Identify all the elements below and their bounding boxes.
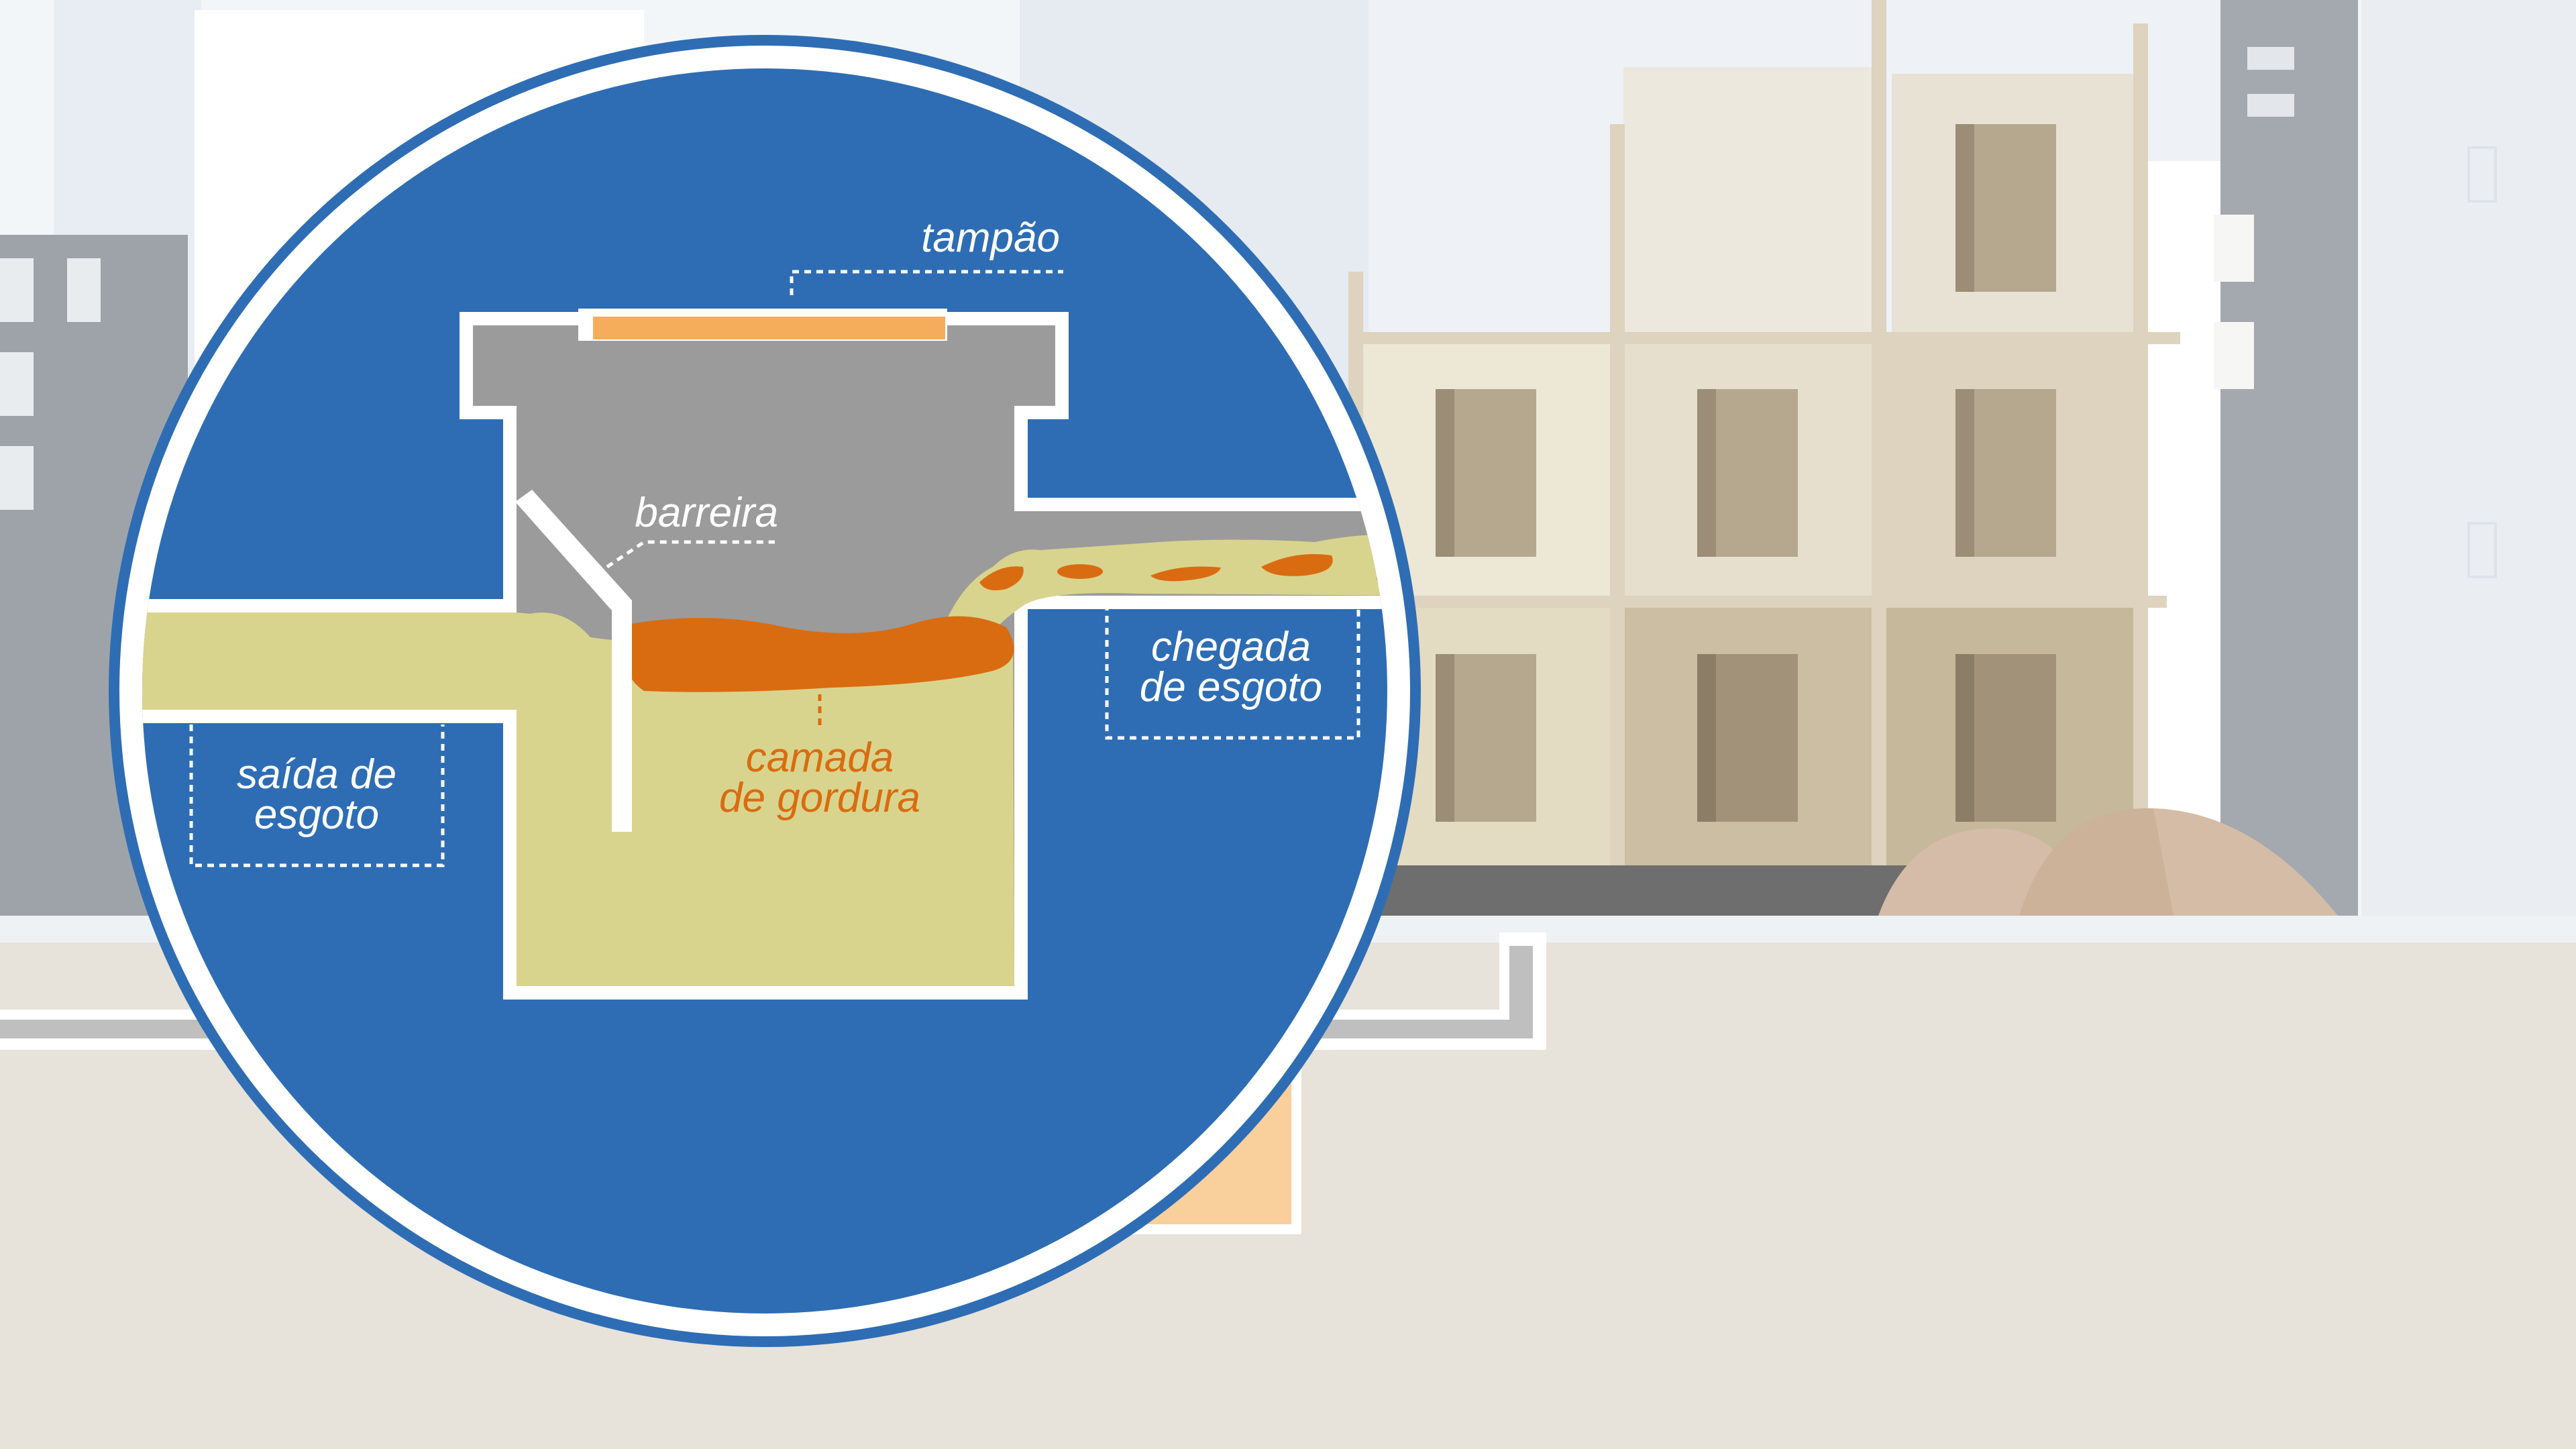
label-inlet-line2: de esgoto: [1140, 664, 1322, 710]
leader-lines: [189, 270, 1360, 867]
magnified-view: tampão barreira camada de gordura chegad…: [109, 35, 1421, 1347]
bg-tower-grey: [2220, 0, 2358, 916]
barrier: [515, 490, 632, 832]
label-grease-layer-line2: de gordura: [719, 775, 920, 821]
bg-building-far-right: [2361, 0, 2576, 939]
grease-layer: [625, 616, 1014, 692]
label-barrier: barreira: [635, 490, 778, 536]
construction-building: [1348, 0, 2338, 916]
label-inlet-line1: chegada: [1151, 624, 1311, 670]
sand-piles: [1878, 808, 2338, 916]
building-windows: [1436, 124, 2056, 822]
sewage-water: [142, 612, 1014, 986]
grease-trap-cutaway: [142, 312, 1387, 1000]
lid: [593, 317, 945, 339]
label-outlet-line2: esgoto: [254, 792, 379, 838]
outlet-label-box: [189, 724, 445, 867]
inlet-label-box: [1105, 604, 1360, 740]
label-lid: tampão: [921, 215, 1060, 261]
label-outlet-line1: saída de: [237, 751, 396, 798]
label-grease-layer-line1: camada: [746, 735, 894, 781]
barrier-leader: [606, 540, 775, 569]
